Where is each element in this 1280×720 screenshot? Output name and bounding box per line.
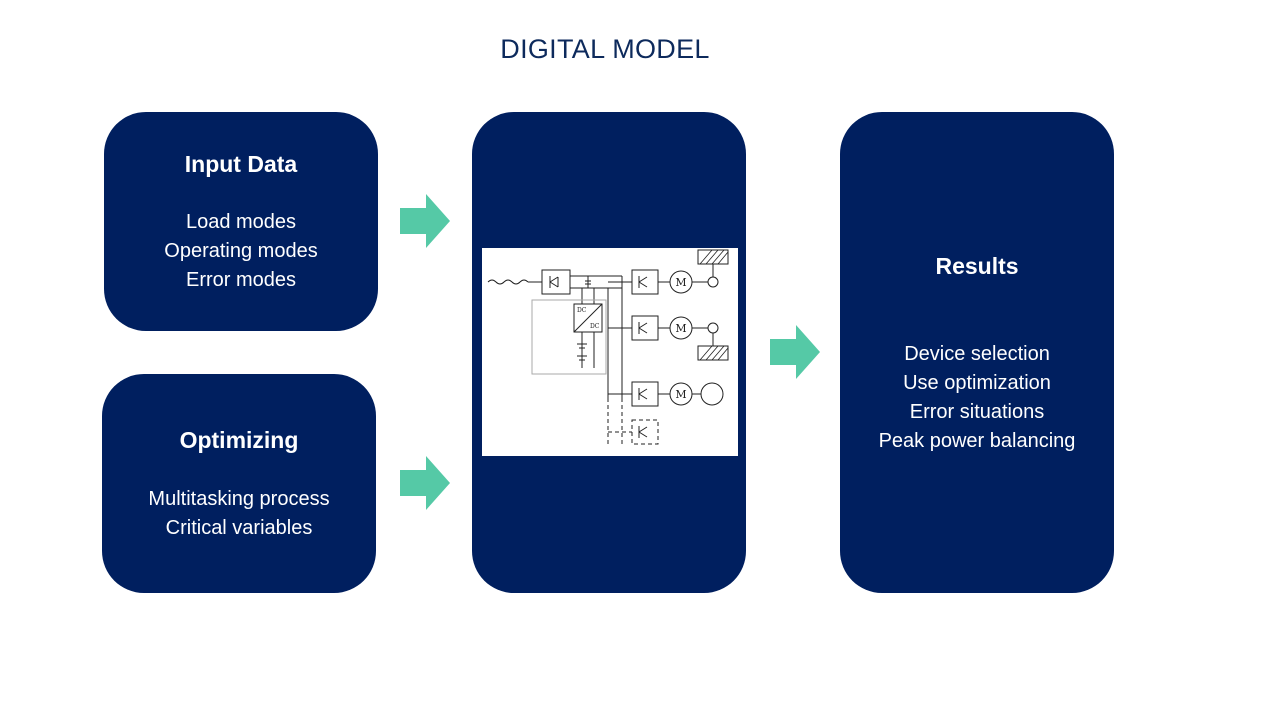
input-line-load-modes: Load modes	[185, 211, 297, 233]
dc-label: DC	[577, 307, 587, 314]
optimizing-line-critical-variables: Critical variables	[165, 517, 313, 539]
optimizing-box: Optimizing Multitasking process Critical…	[102, 374, 376, 593]
input-data-heading: Input Data	[184, 151, 298, 177]
results-line-error-situations: Error situations	[909, 401, 1045, 423]
motor-label: M	[675, 276, 686, 289]
arrow-right-icon	[770, 325, 820, 379]
results-line-device-selection: Device selection	[904, 343, 1050, 365]
results-box: Results Device selection Use optimizatio…	[840, 112, 1114, 593]
input-data-box: Input Data Load modes Operating modes Er…	[104, 112, 378, 331]
circuit-schematic-image: DC DC M M M	[482, 248, 738, 456]
motor-label: M	[675, 322, 686, 335]
input-line-operating-modes: Operating modes	[164, 240, 318, 262]
results-heading: Results	[935, 253, 1019, 279]
arrow-right-icon	[400, 194, 450, 248]
results-line-peak-power: Peak power balancing	[878, 430, 1076, 452]
arrow-right-icon	[400, 456, 450, 510]
input-line-error-modes: Error modes	[185, 269, 297, 291]
motor-label: M	[675, 388, 686, 401]
results-line-use-optimization: Use optimization	[903, 372, 1051, 394]
optimizing-line-multitasking: Multitasking process	[148, 488, 330, 510]
optimizing-heading: Optimizing	[179, 427, 299, 453]
dc-label: DC	[590, 323, 600, 330]
page-title: DIGITAL MODEL	[500, 34, 710, 64]
